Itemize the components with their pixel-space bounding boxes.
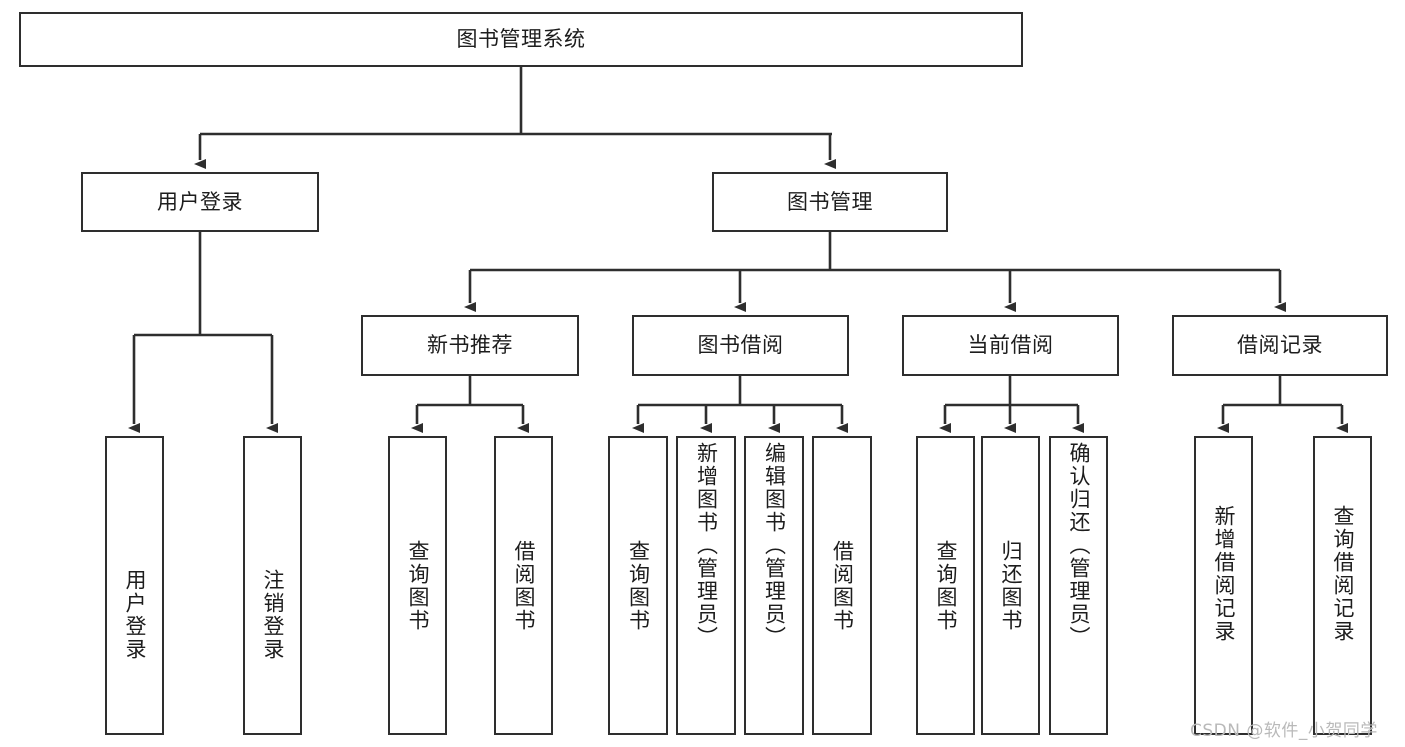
leaf-borrow-query-book[interactable]: 查询图书 <box>608 436 668 735</box>
node-root-system[interactable]: 图书管理系统 <box>19 12 1023 67</box>
leaf-current-return-book[interactable]: 归还图书 <box>981 436 1040 735</box>
node-label: 新增图书（管理员） <box>694 442 719 649</box>
leaf-record-add-record[interactable]: 新增借阅记录 <box>1194 436 1253 735</box>
node-label: 图书管理 <box>787 189 873 214</box>
leaf-user-login-signin[interactable]: 用户登录 <box>105 436 164 735</box>
node-book-management[interactable]: 图书管理 <box>712 172 948 232</box>
node-label: 查询借阅记录 <box>1331 505 1355 643</box>
node-label: 借阅记录 <box>1237 333 1323 358</box>
node-current-borrow[interactable]: 当前借阅 <box>902 315 1119 376</box>
leaf-borrow-add-book-admin[interactable]: 新增图书（管理员） <box>676 436 736 735</box>
node-borrow-record[interactable]: 借阅记录 <box>1172 315 1388 376</box>
leaf-current-confirm-return-admin[interactable]: 确认归还（管理员） <box>1049 436 1108 735</box>
node-label: 编辑图书（管理员） <box>762 442 787 649</box>
node-label: 借阅图书 <box>830 539 855 632</box>
node-label: 新书推荐 <box>427 333 513 358</box>
node-label: 查询图书 <box>934 539 958 632</box>
watermark-text: CSDN @软件_小贺同学 <box>1190 721 1378 741</box>
node-new-book-recommend[interactable]: 新书推荐 <box>361 315 579 376</box>
leaf-user-login-signout[interactable]: 注销登录 <box>243 436 302 735</box>
node-label: 用户登录 <box>123 569 147 661</box>
leaf-record-query-record[interactable]: 查询借阅记录 <box>1313 436 1372 735</box>
node-label: 注销登录 <box>261 569 285 661</box>
node-label: 用户登录 <box>157 189 243 214</box>
leaf-recommend-borrow-book[interactable]: 借阅图书 <box>494 436 553 735</box>
node-label: 借阅图书 <box>512 539 536 632</box>
node-label: 确认归还（管理员） <box>1067 442 1091 649</box>
node-user-login[interactable]: 用户登录 <box>81 172 319 232</box>
leaf-recommend-query-book[interactable]: 查询图书 <box>388 436 447 735</box>
node-label: 图书借阅 <box>697 333 784 358</box>
leaf-current-query-book[interactable]: 查询图书 <box>916 436 975 735</box>
leaf-borrow-edit-book-admin[interactable]: 编辑图书（管理员） <box>744 436 804 735</box>
node-label: 查询图书 <box>406 539 430 632</box>
leaf-borrow-borrow-book[interactable]: 借阅图书 <box>812 436 872 735</box>
node-label: 图书管理系统 <box>456 27 586 52</box>
node-book-borrow[interactable]: 图书借阅 <box>632 315 849 376</box>
node-label: 查询图书 <box>626 539 651 632</box>
node-label: 当前借阅 <box>967 333 1054 358</box>
node-label: 归还图书 <box>999 539 1023 632</box>
node-label: 新增借阅记录 <box>1212 505 1236 643</box>
